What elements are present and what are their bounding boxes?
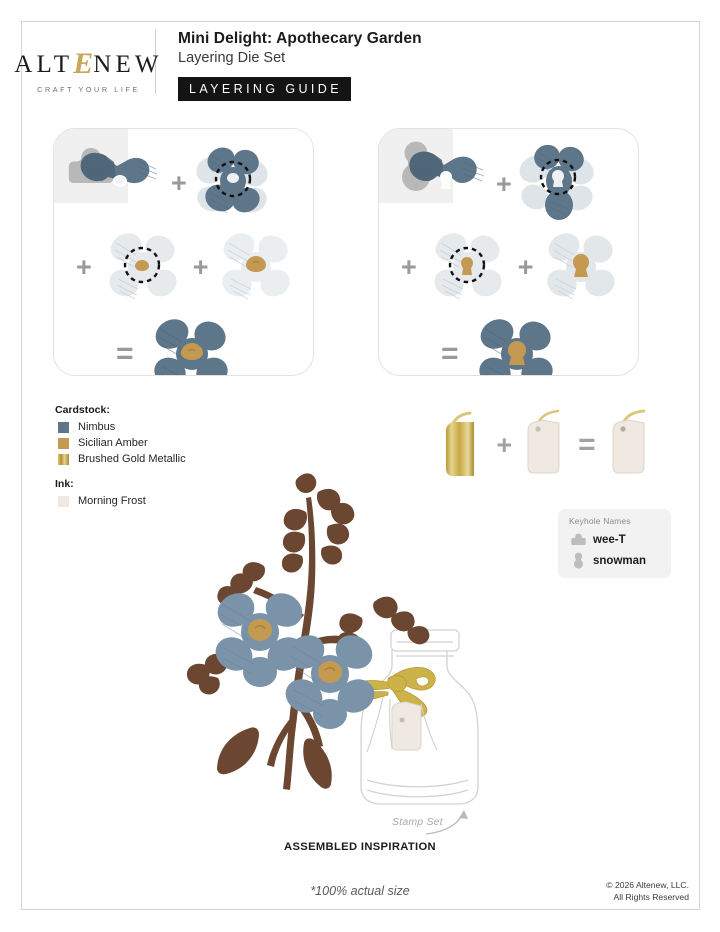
panel-1-operator-1: + <box>171 167 187 198</box>
legend-item-nimbus: Nimbus <box>55 419 295 435</box>
cardstock-heading: Cardstock: <box>55 404 110 416</box>
logo-word-part2: NEW <box>93 51 163 78</box>
tag-operator-2: = <box>578 428 596 461</box>
legend-item-sicilian-amber: Sicilian Amber <box>55 435 295 451</box>
floral-bottle-illustration <box>186 473 479 835</box>
copyright-line-1: © 2026 Altenew, LLC. <box>606 880 689 890</box>
logo-word-part1: ALT <box>14 51 74 78</box>
tag-operator-1: + <box>496 429 513 460</box>
legend-label-sicilian-amber: Sicilian Amber <box>78 437 148 449</box>
result-flower-assembled-2 <box>478 319 553 375</box>
panel-2-row-1: + <box>401 143 598 225</box>
panel-2-operator-1: + <box>496 168 512 199</box>
swatch-nimbus <box>58 421 69 433</box>
logo-gold-e-icon: E <box>73 47 94 80</box>
legend-label-morning-frost: Morning Frost <box>78 495 146 507</box>
panel-2-operator-3: + <box>517 251 534 282</box>
materials-legend: Cardstock: Nimbus Sicilian Amber Brushed… <box>55 404 295 509</box>
legend-label-nimbus: Nimbus <box>78 421 116 433</box>
keyhole-row-snowman: snowman <box>569 550 671 571</box>
layering-guide-badge: LAYERING GUIDE <box>178 77 351 102</box>
keyhole-row-wee-t: wee-T <box>569 529 671 550</box>
logo-tagline: CRAFT YOUR LIFE <box>37 85 140 94</box>
assembled-inspiration-caption: ASSEMBLED INSPIRATION <box>284 841 436 853</box>
stamp-set-arrow <box>425 810 468 835</box>
actual-size-note: *100% actual size <box>310 884 410 898</box>
snowman-keyhole-icon <box>569 552 587 569</box>
die-layer-flower-nimbus-2 <box>519 144 594 220</box>
swatch-brushed-gold-metallic <box>58 453 69 465</box>
panel-1-operator-4: = <box>116 337 134 370</box>
die-layer-flower-center-amber-2 <box>546 233 615 300</box>
assembled-flower-1 <box>215 593 305 687</box>
page-subtitle: Layering Die Set <box>178 50 286 67</box>
tag-assembly: + = <box>428 405 660 485</box>
gold-metallic-tag-blank <box>446 411 475 476</box>
layering-panel-1: + <box>53 128 314 376</box>
brown-leaf-sprigs <box>186 473 430 789</box>
copyright-footer: © 2026 Altenew, LLC. All Rights Reserved <box>606 880 689 903</box>
page-title: Mini Delight: Apothecary Garden <box>178 30 422 47</box>
layering-panel-2: + <box>378 128 639 376</box>
result-flower-assembled-1 <box>153 319 228 375</box>
panel-2-row-3: = <box>441 312 565 375</box>
panel-1-operator-3: + <box>192 251 209 282</box>
logo-wordmark: ALTENEW <box>14 47 163 80</box>
assembled-inspiration-art <box>178 470 518 840</box>
panel-2-row-2: + + <box>401 227 625 307</box>
keyhole-name-snowman: snowman <box>593 554 647 567</box>
panel-2-operator-2: + <box>401 251 417 282</box>
header-titles: Mini Delight: Apothecary Garden Layering… <box>156 24 422 102</box>
hanging-tag <box>391 701 422 751</box>
assembled-flower-2 <box>285 635 375 729</box>
legend-item-morning-frost: Morning Frost <box>55 493 295 509</box>
panel-1-row-2: + + <box>76 227 300 307</box>
die-layer-flower-nimbus-1 <box>196 147 268 214</box>
stamp-set-label: Stamp Set <box>392 816 443 828</box>
header-divider <box>155 29 156 94</box>
keyhole-names-title: Keyhole Names <box>569 516 631 526</box>
die-layer-flower-center-amber <box>221 233 290 300</box>
keyhole-name-wee-t: wee-T <box>593 533 626 546</box>
page-header: ALTENEW CRAFT YOUR LIFE Mini Delight: Ap… <box>14 24 698 106</box>
legend-item-brushed-gold: Brushed Gold Metallic <box>55 451 295 467</box>
panel-2-operator-4: = <box>441 337 459 370</box>
legend-label-brushed-gold: Brushed Gold Metallic <box>78 453 186 465</box>
die-layer-bow-nimbus-2 <box>409 151 485 189</box>
die-layer-flower-frost <box>109 233 177 300</box>
panel-1-operator-2: + <box>76 251 92 282</box>
morning-frost-tag <box>527 409 560 474</box>
assembled-tag <box>612 409 646 474</box>
swatch-sicilian-amber <box>58 437 69 449</box>
die-layer-bow-nimbus <box>80 152 158 187</box>
panel-1-row-1: + <box>76 143 273 223</box>
panel-1-row-3: = <box>116 312 240 375</box>
copyright-line-2: All Rights Reserved <box>613 891 689 902</box>
wee-t-keyhole-icon <box>569 533 587 546</box>
ink-heading: Ink: <box>55 478 74 490</box>
swatch-morning-frost <box>58 495 69 507</box>
keyhole-names-box: Keyhole Names wee-T snowman <box>558 509 671 578</box>
altenew-logo: ALTENEW CRAFT YOUR LIFE <box>14 24 158 95</box>
die-layer-flower-frost-2 <box>434 233 502 300</box>
